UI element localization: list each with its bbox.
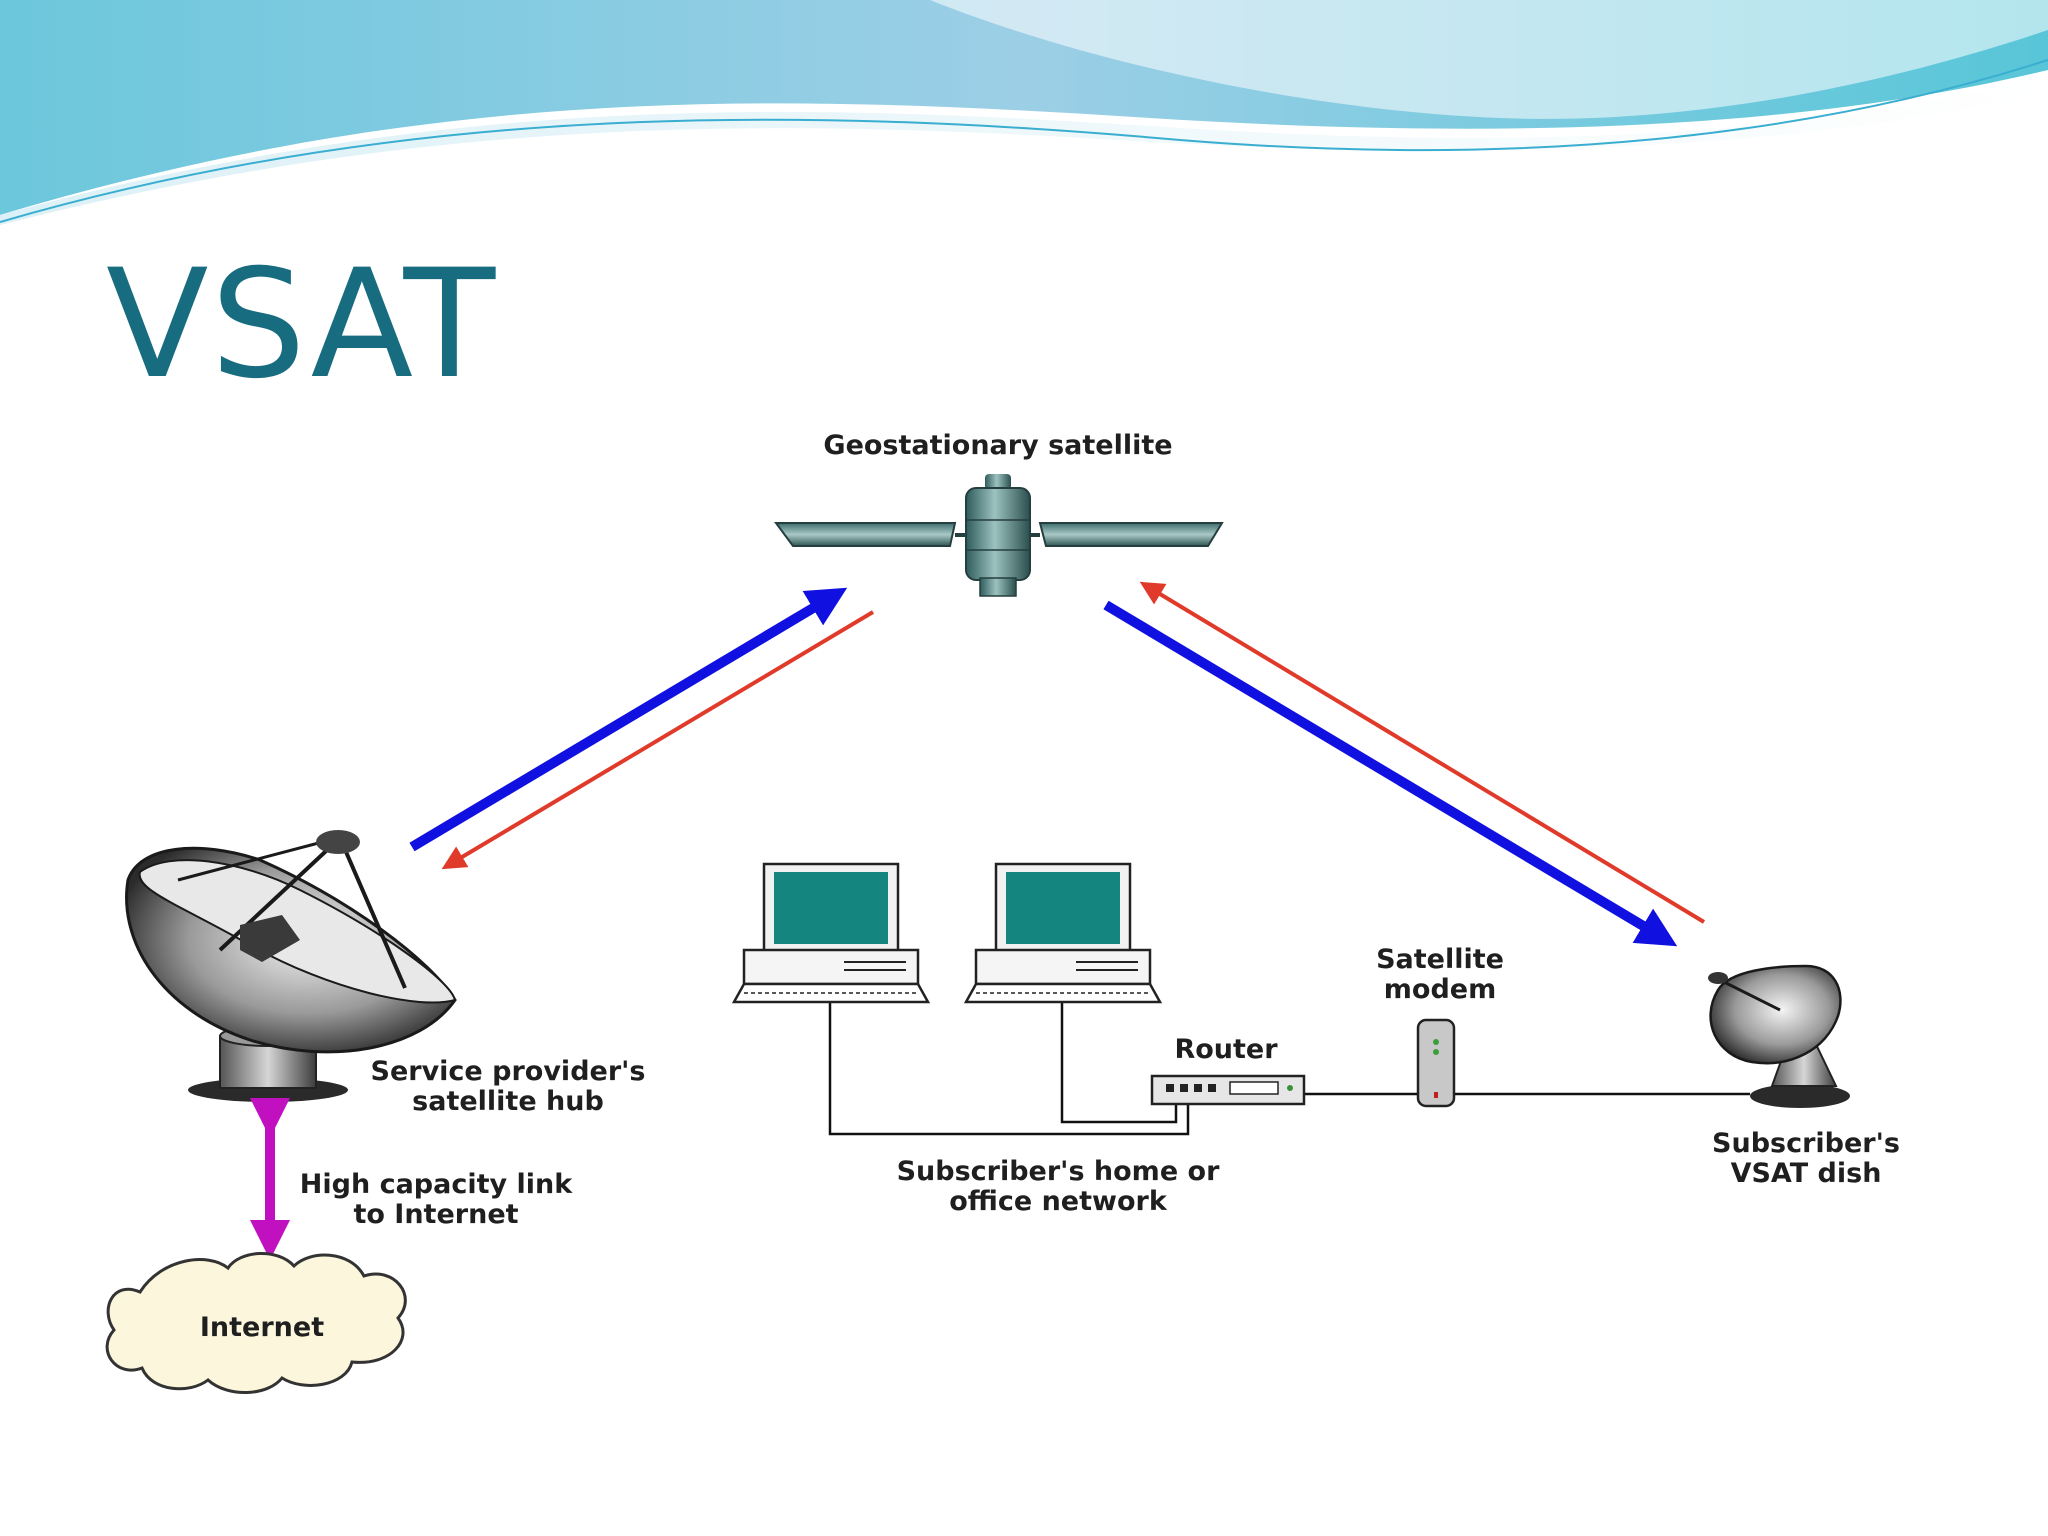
satellite-icon (774, 474, 1224, 597)
hub-dish-icon (125, 830, 457, 1102)
router-icon (1150, 1074, 1306, 1106)
hub-label-line1: Service provider's (371, 1056, 646, 1087)
vsat-downlink-arrow (1103, 600, 1678, 947)
network-label-line2: office network (949, 1186, 1168, 1217)
modem-label-line1: Satellite (1376, 944, 1504, 975)
network-wires (828, 1002, 1750, 1136)
vsat-dish-icon (1708, 964, 1850, 1108)
computer-icon (731, 862, 931, 1004)
computer-icon (963, 862, 1163, 1004)
link-label-line1: High capacity link (300, 1169, 573, 1200)
vsat-label-line2: VSAT dish (1731, 1158, 1882, 1189)
satellite-label: Geostationary satellite (823, 430, 1172, 461)
internet-label: Internet (200, 1312, 324, 1343)
modem-icon (1416, 1018, 1456, 1108)
hub-label-line2: satellite hub (412, 1086, 604, 1117)
slide-title: VSAT (106, 238, 498, 412)
link-label-line2: to Internet (353, 1199, 518, 1230)
internet-cloud-icon (105, 1252, 407, 1394)
network-label-line1: Subscriber's home or (897, 1156, 1220, 1187)
header-wave (0, 0, 2048, 225)
vsat-label-line1: Subscriber's (1712, 1128, 1900, 1159)
modem-label-line2: modem (1384, 974, 1496, 1005)
hub-uplink-arrow (409, 587, 848, 852)
router-label: Router (1174, 1034, 1278, 1065)
vsat-uplink-arrow (1139, 581, 1706, 924)
hub-downlink-arrow (441, 610, 875, 870)
